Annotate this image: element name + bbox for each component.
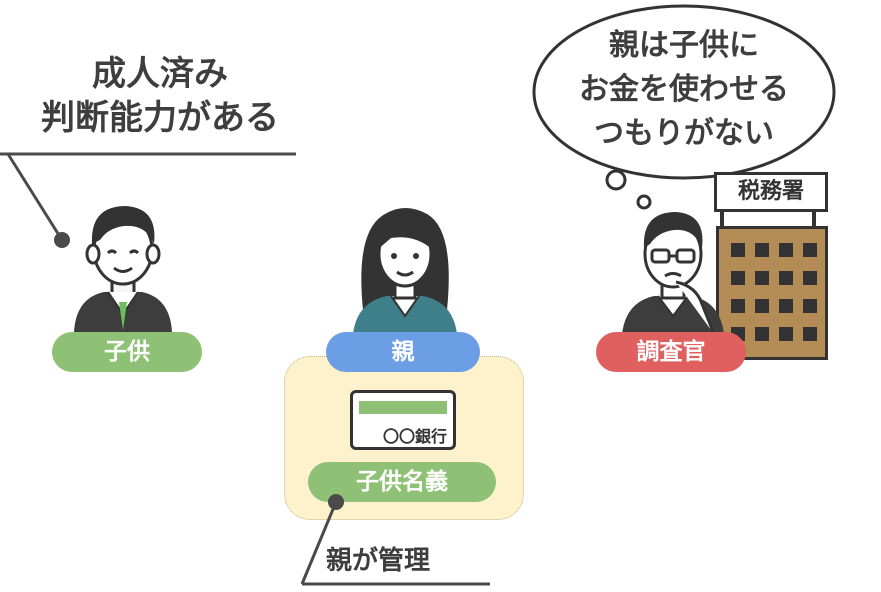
bankbook-icon: 〇〇銀行 (350, 390, 456, 450)
investigator-icon (622, 212, 724, 334)
child-label: 子供 (52, 332, 202, 372)
tax-office-building-icon: 税務署 (710, 168, 830, 360)
thought-line2: お金を使わせる (579, 72, 789, 107)
investigator-label: 調査官 (596, 332, 746, 372)
child-callout-line (0, 152, 296, 248)
child-speech-line2: 判断能力がある (41, 98, 279, 138)
thought-line3: つもりがない (594, 116, 774, 151)
thought-bubble-icon (532, 4, 836, 210)
thought-line1: 親は子供に (609, 28, 759, 63)
parent-callout-line (300, 494, 490, 586)
woman-icon (353, 208, 457, 334)
parent-label: 親 (326, 332, 480, 372)
bankbook-text: 〇〇銀行 (382, 427, 447, 446)
investigator-thought: 親は子供に お金を使わせる つもりがない (520, 24, 848, 156)
office-sign: 税務署 (714, 172, 828, 212)
parent-note: 親が管理 (326, 546, 431, 576)
child-speech: 成人済み 判断能力がある (0, 52, 320, 140)
account-name-label: 子供名義 (308, 462, 496, 502)
man-icon (74, 206, 172, 332)
child-speech-line1: 成人済み (92, 54, 228, 94)
